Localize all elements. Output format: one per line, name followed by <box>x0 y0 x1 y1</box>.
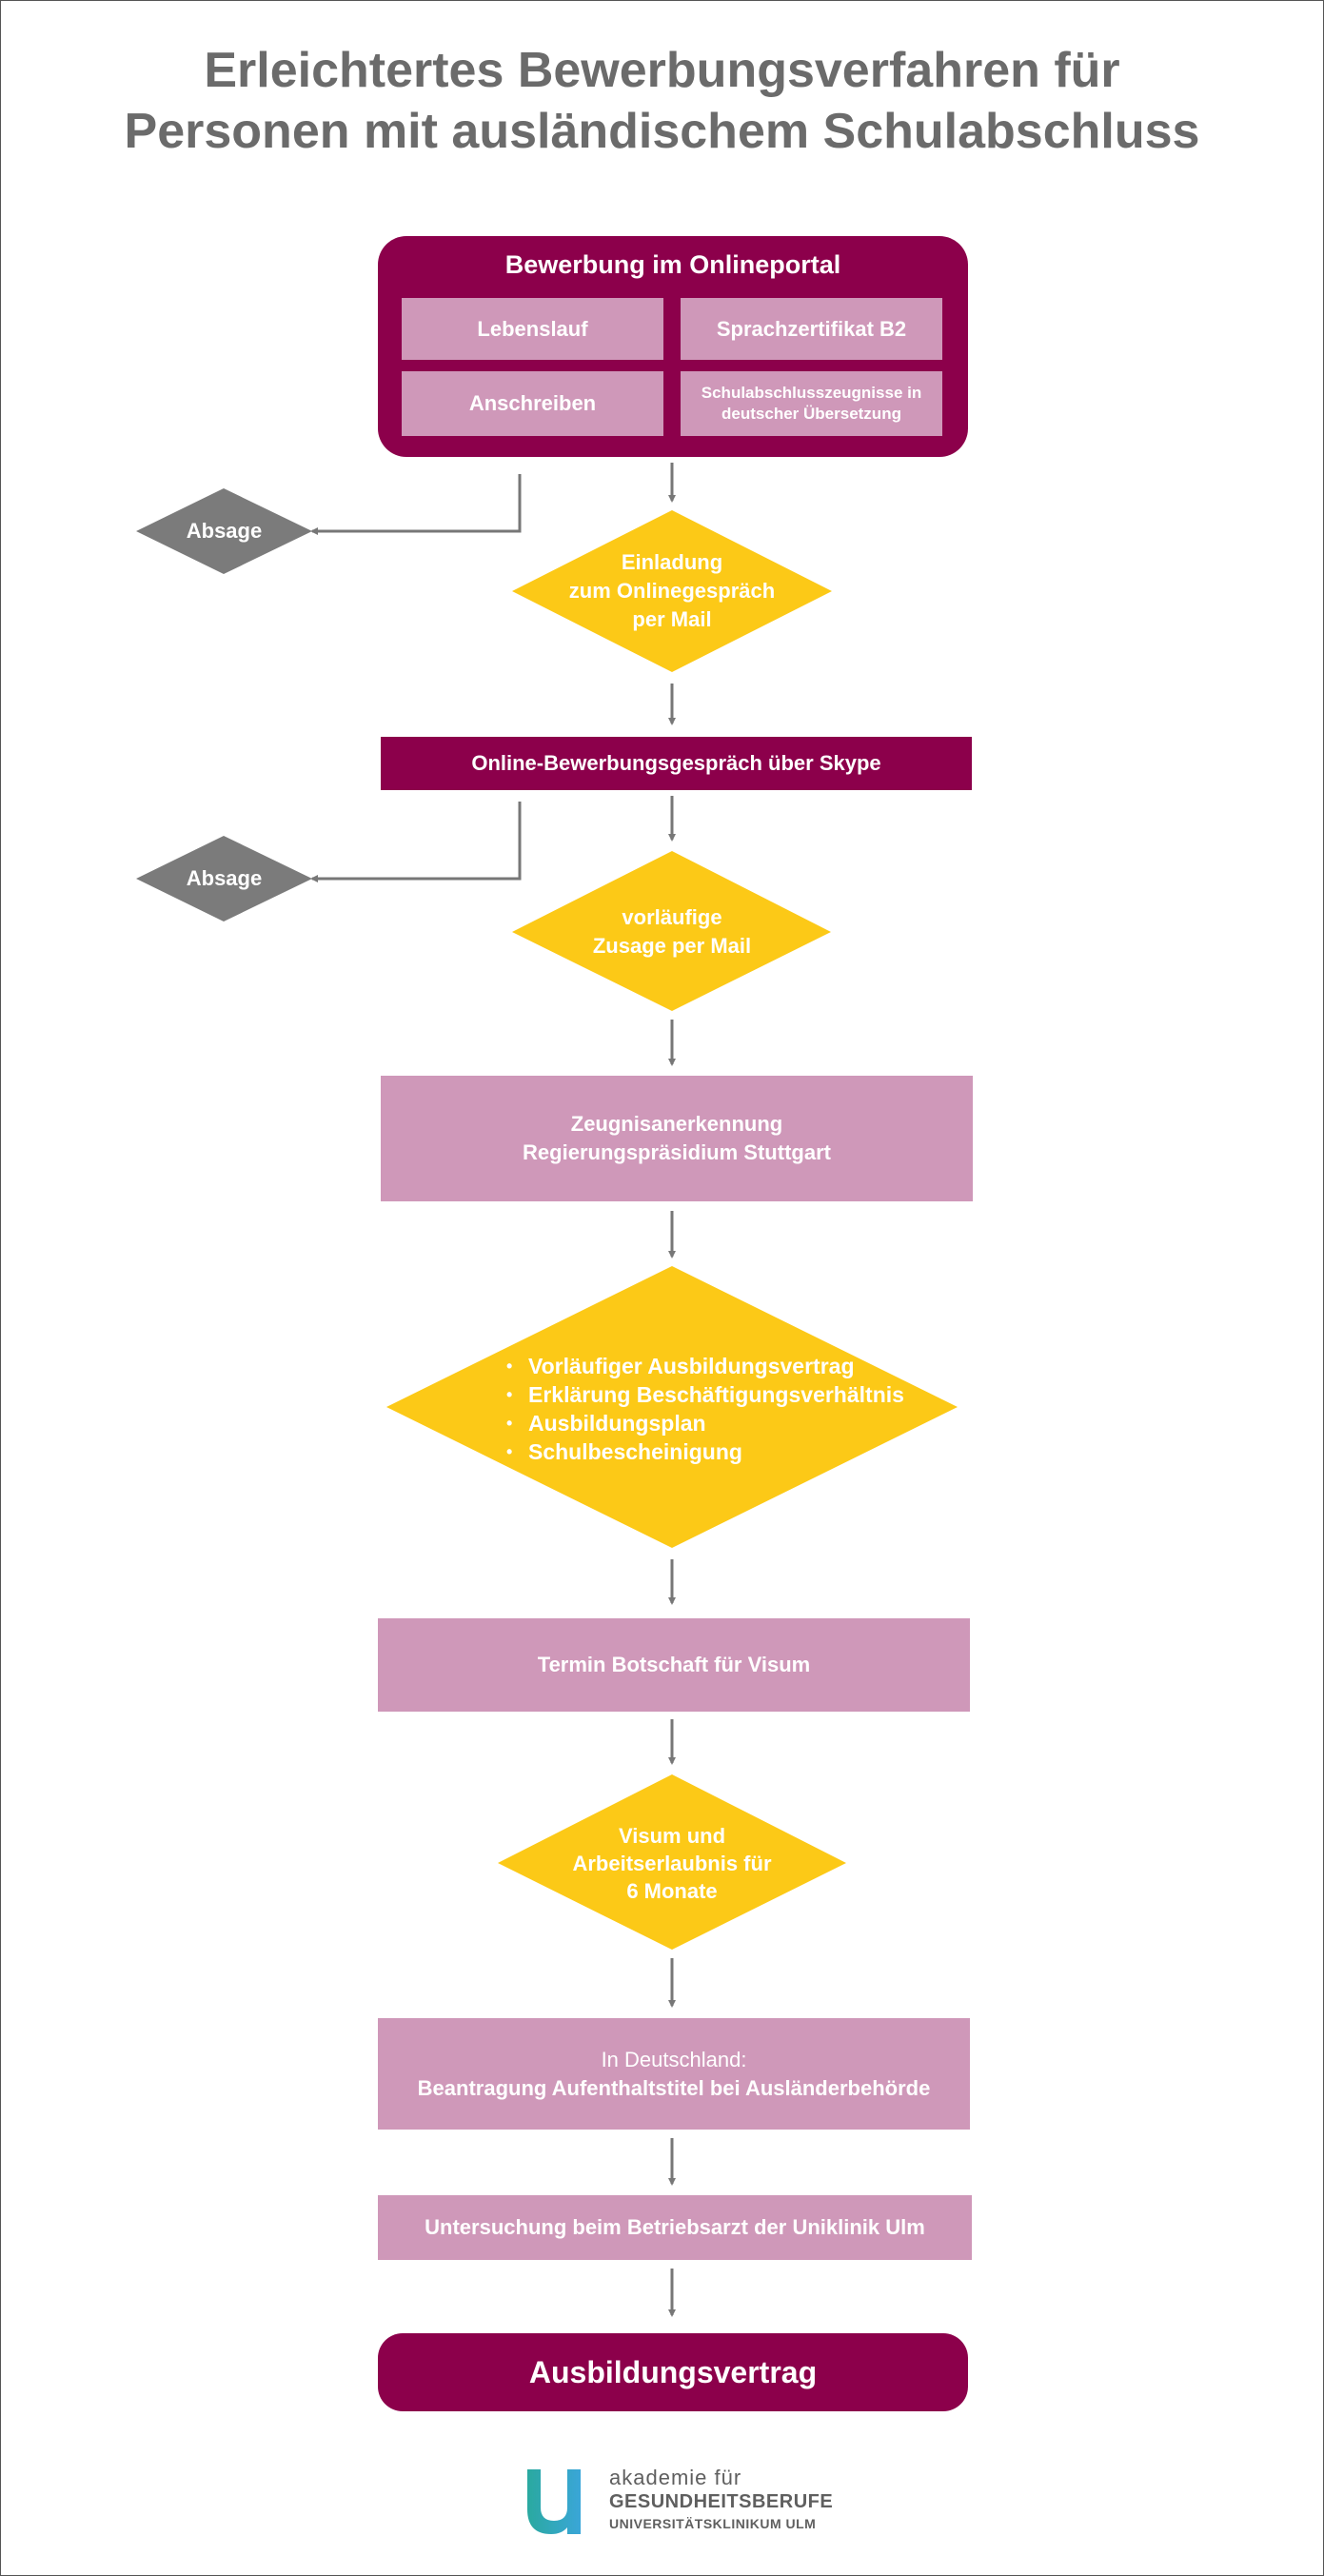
visa-text: Visum und Arbeitserlaubnis für 6 Monate <box>538 1819 806 1907</box>
embassy-label: Termin Botschaft für Visum <box>537 1653 811 1676</box>
residence-line-1: In Deutschland: <box>601 2047 747 2071</box>
invitation-diamond <box>512 510 832 672</box>
rejection-label-2: Absage <box>186 866 263 890</box>
invitation-line-1: Einladung <box>621 550 723 574</box>
final-label: Ausbildungsvertrag <box>528 2354 818 2389</box>
recognition-text: Zeugnisanerkennung Regierungspräsidium S… <box>381 1076 973 1201</box>
checklist-item: Schulbescheinigung <box>504 1437 923 1466</box>
residence-line-2: Beantragung Aufenthaltstitel bei Ausländ… <box>417 2075 931 2100</box>
recognition-line-1: Zeugnisanerkennung <box>570 1112 783 1136</box>
portal-item-language <box>681 298 942 360</box>
portal-item-cv <box>402 298 663 360</box>
rejection-diamond-1 <box>136 488 312 574</box>
portal-heading: Bewerbung im Onlineportal <box>504 249 841 279</box>
embassy-box <box>378 1618 970 1712</box>
rejection-connector-1 <box>310 474 522 535</box>
interview-box <box>381 737 972 790</box>
checklist-item: Vorläufiger Ausbildungsvertrag <box>504 1352 923 1380</box>
checklist-item: Erklärung Beschäftigungsverhältnis <box>504 1380 923 1409</box>
medical-label: Untersuchung beim Betriebsarzt der Unikl… <box>425 2215 925 2239</box>
acceptance-line-1: vorläufige <box>622 905 722 929</box>
acceptance-text: vorläufige Zusage per Mail <box>533 902 811 961</box>
acceptance-line-2: Zusage per Mail <box>592 934 752 958</box>
visa-line-2: Arbeitserlaubnis für <box>572 1851 772 1875</box>
rejection-diamond-2 <box>136 836 312 921</box>
akademie-logo <box>527 2469 581 2534</box>
visa-line-1: Visum und <box>618 1823 726 1848</box>
logo-text: akademie für GESUNDHEITSBERUFE UNIVERSIT… <box>609 2466 833 2534</box>
portal-item-certificates <box>681 371 942 436</box>
acceptance-diamond <box>512 851 831 1011</box>
page-title: Erleichtertes Bewerbungsverfahren für Pe… <box>0 40 1324 162</box>
logo-line-3: UNIVERSITÄTSKLINIKUM ULM <box>609 2516 817 2531</box>
residence-text: In Deutschland: Beantragung Aufenthaltst… <box>378 2018 970 2130</box>
logo-line-1: akademie für <box>609 2466 742 2489</box>
logo-u-mark <box>527 2469 581 2534</box>
medical-box <box>378 2195 972 2260</box>
visa-line-3: 6 Monate <box>626 1878 718 1903</box>
title-line-2: Personen mit ausländischem Schulabschlus… <box>124 104 1200 159</box>
portal-item-cv-label: Lebenslauf <box>477 316 588 341</box>
residence-box <box>378 2018 970 2130</box>
interview-label: Online-Bewerbungsgespräch über Skype <box>471 751 881 775</box>
recognition-box <box>381 1076 973 1201</box>
portal-item-letter-label: Anschreiben <box>468 391 597 415</box>
invitation-line-2: zum Onlinegespräch <box>568 579 776 603</box>
rejection-label-1: Absage <box>186 519 263 543</box>
title-line-1: Erleichtertes Bewerbungsverfahren für <box>204 43 1120 98</box>
portal-item-certificates-label: Schulabschlusszeugnisse in deutscher Übe… <box>701 384 922 423</box>
final-box <box>378 2333 968 2411</box>
checklist-item: Ausbildungsplan <box>504 1409 923 1437</box>
invitation-text: Einladung zum Onlinegespräch per Mail <box>533 547 811 635</box>
visa-diamond <box>498 1774 846 1950</box>
invitation-line-3: per Mail <box>632 607 712 631</box>
portal-item-letter <box>402 371 663 436</box>
portal-item-language-label: Sprachzertifikat B2 <box>716 316 907 341</box>
rejection-connector-2 <box>310 802 522 882</box>
recognition-line-2: Regierungspräsidium Stuttgart <box>523 1140 831 1164</box>
logo-line-2: GESUNDHEITSBERUFE <box>609 2491 834 2512</box>
documents-checklist: Vorläufiger Ausbildungsvertrag Erklärung… <box>504 1352 923 1466</box>
